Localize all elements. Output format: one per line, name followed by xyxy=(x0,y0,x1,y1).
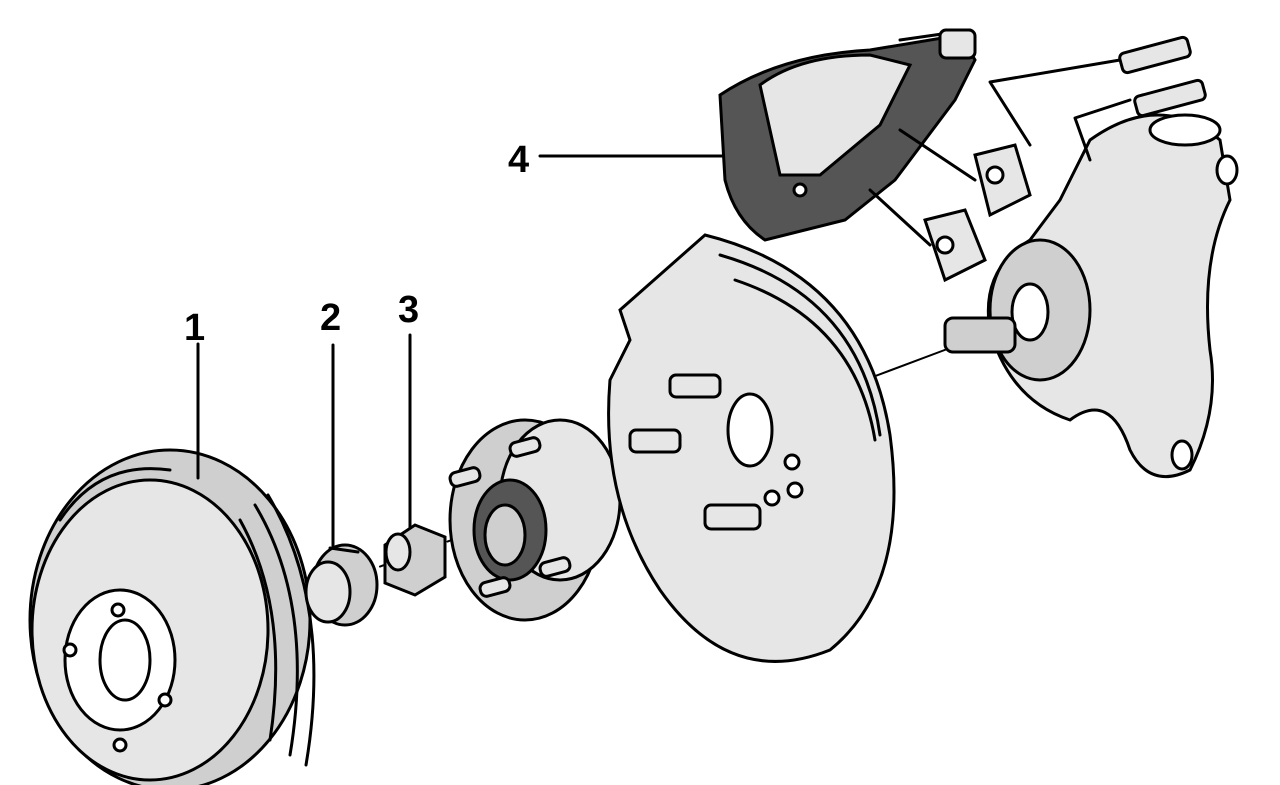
callout-1: 1 xyxy=(184,307,205,349)
callout-3: 3 xyxy=(398,289,419,331)
brake-caliper xyxy=(718,28,977,242)
callout-leaders xyxy=(196,154,724,550)
backing-plate xyxy=(607,233,896,663)
hub-cap xyxy=(304,543,379,627)
steering-knuckle xyxy=(923,113,1239,479)
callout-2: 2 xyxy=(320,297,341,339)
brake-disc xyxy=(28,448,316,785)
caliper-bolts xyxy=(868,35,1207,247)
wheel-hub xyxy=(448,418,622,622)
axle-nut xyxy=(383,523,447,597)
callout-4: 4 xyxy=(508,139,529,181)
